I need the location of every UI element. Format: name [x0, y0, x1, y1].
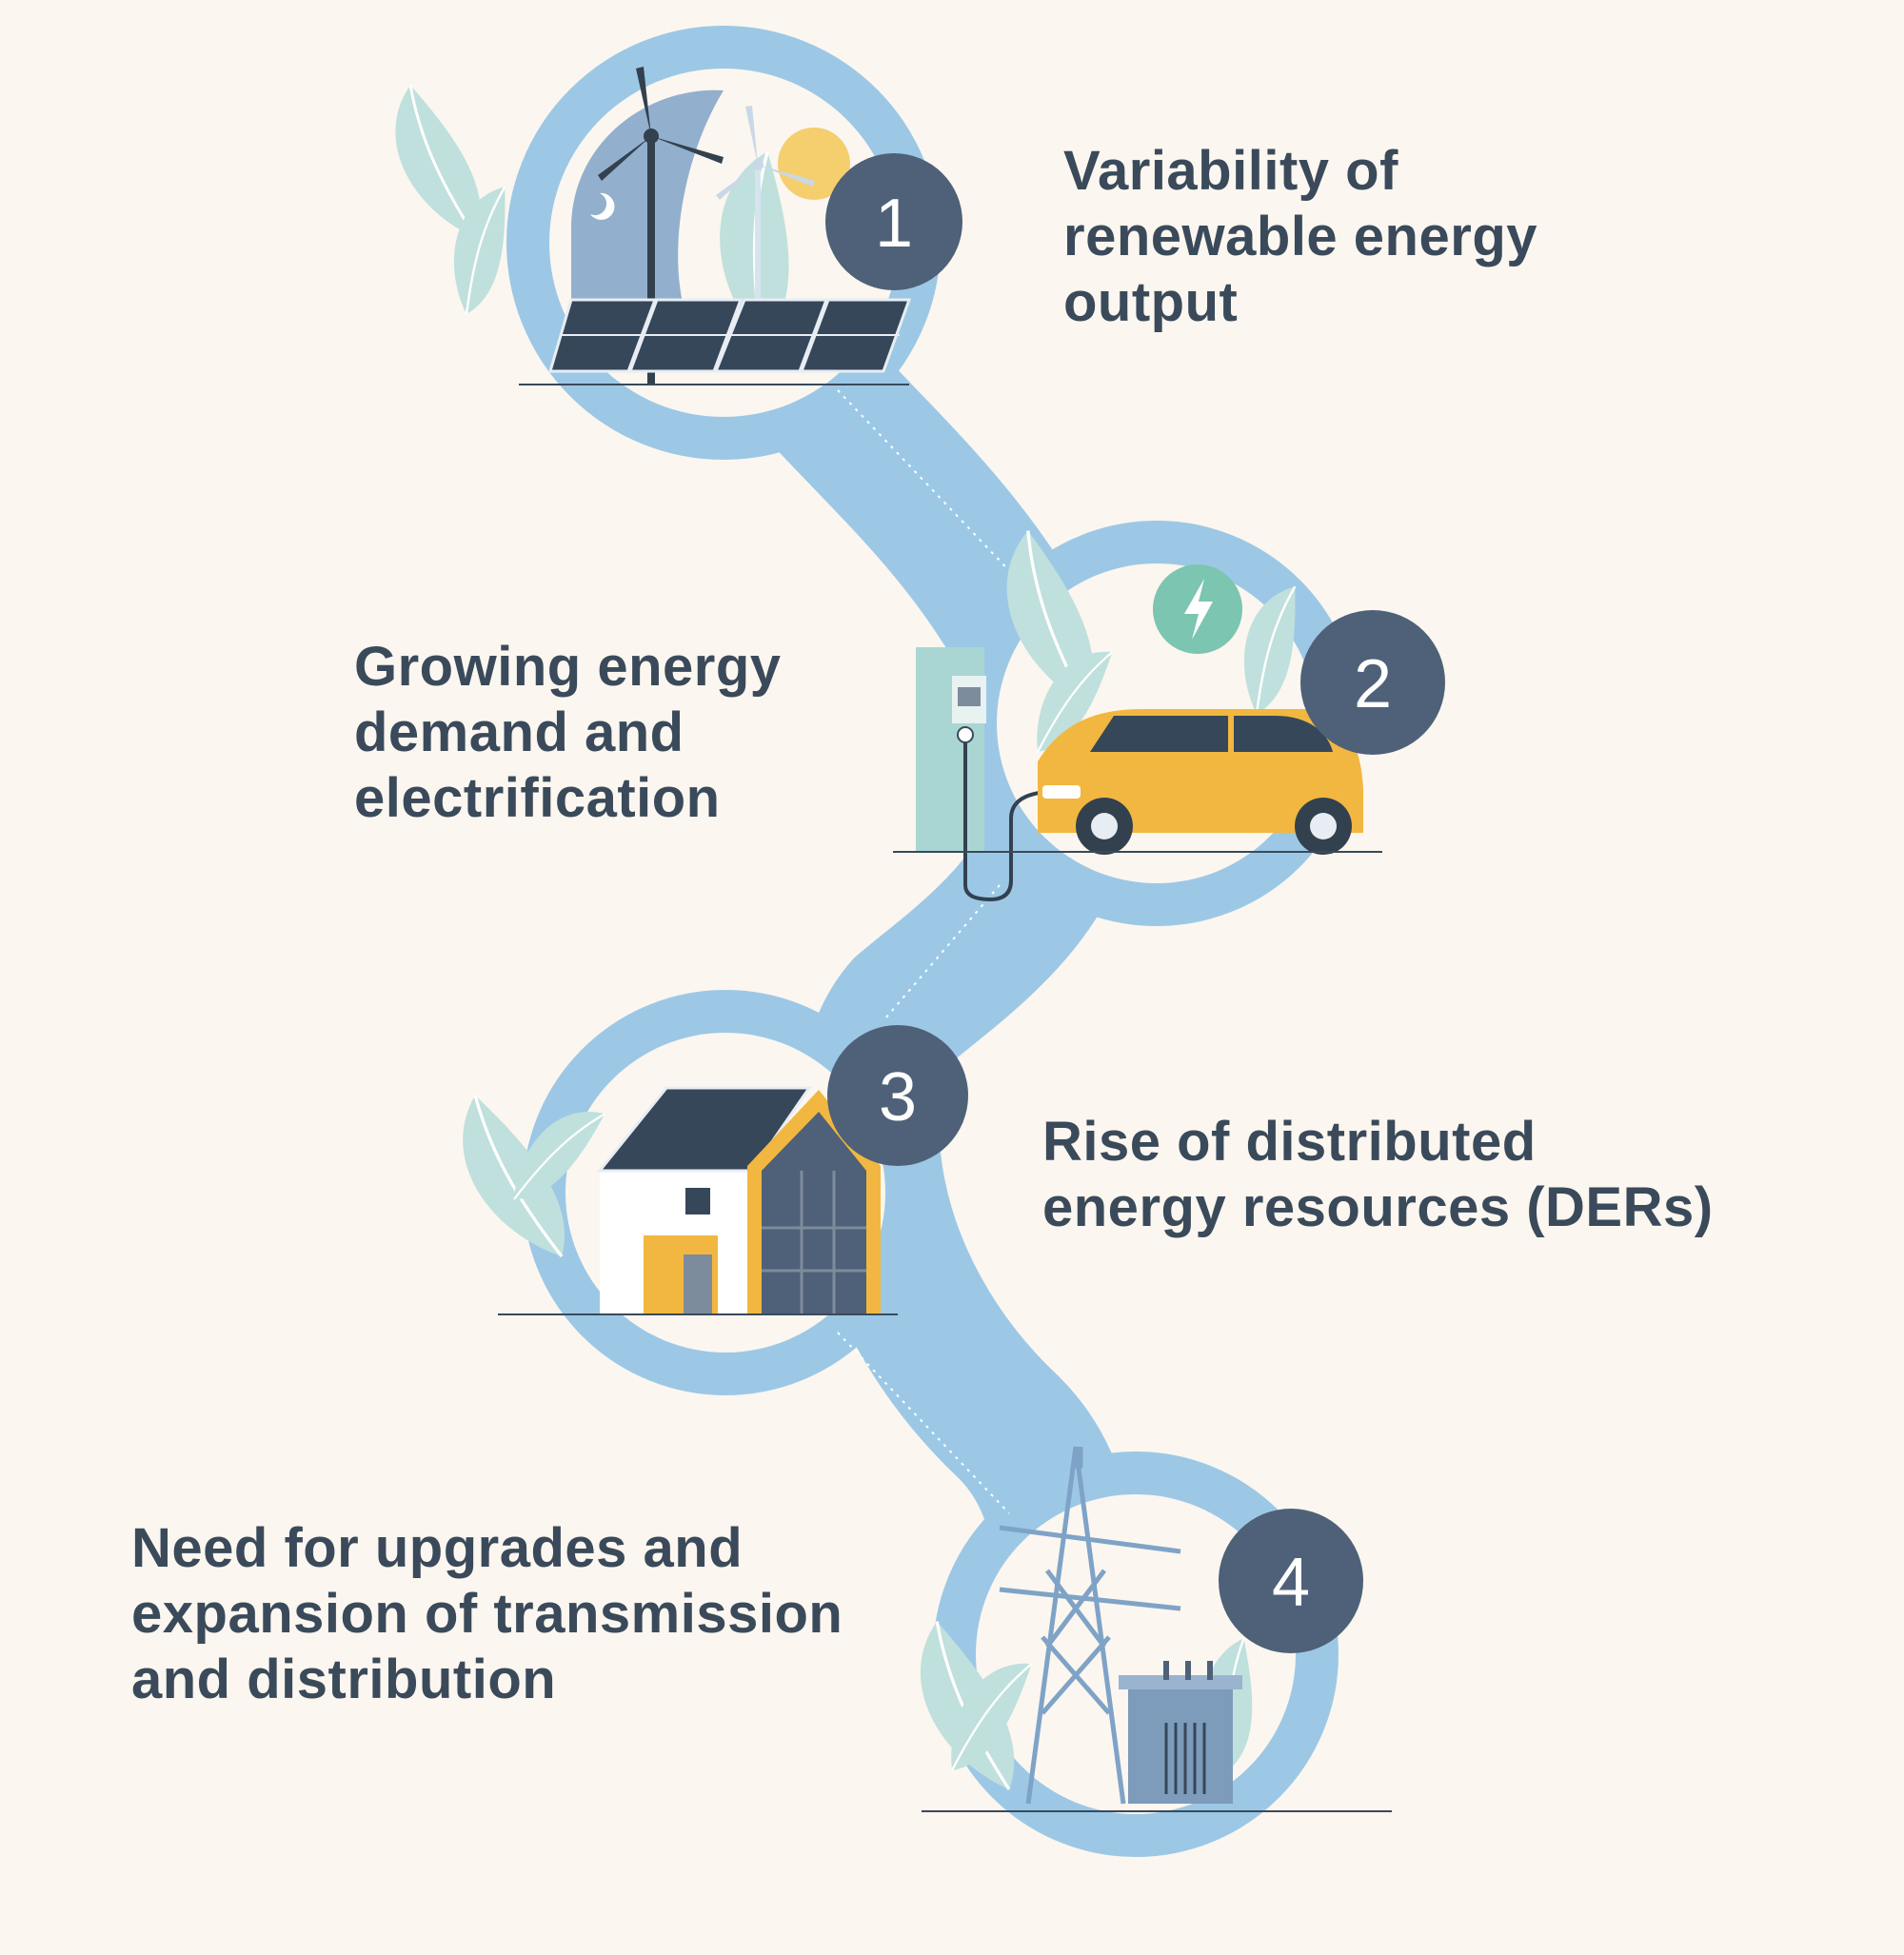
step-2-line-3: electrification	[354, 767, 721, 829]
step-1-line-3: output	[1063, 271, 1239, 333]
transmission-tower-icon	[999, 1446, 1181, 1805]
badge-2: 2	[1300, 610, 1445, 755]
transformer-icon	[1119, 1661, 1242, 1804]
step-2-line-2: demand and	[354, 701, 684, 763]
badge-1: 1	[825, 153, 962, 290]
badge-4: 4	[1219, 1509, 1363, 1653]
step-1-illustration	[385, 67, 912, 385]
step-4-label: Need for upgrades and expansion of trans…	[131, 1515, 843, 1712]
sun-icon	[778, 128, 850, 200]
house-icon	[596, 1086, 881, 1313]
step-4-line-2: expansion of transmission	[131, 1583, 843, 1645]
badge-2-number: 2	[1354, 646, 1392, 722]
solar-panel-icon	[547, 298, 912, 373]
step-4-illustration	[909, 1446, 1392, 1812]
ev-charger-icon	[916, 647, 1096, 902]
badge-4-number: 4	[1272, 1545, 1310, 1621]
step-3-label: Rise of distributed energy resources (DE…	[1042, 1109, 1714, 1240]
moon-icon	[590, 192, 615, 220]
step-4-line-3: and distribution	[131, 1649, 557, 1710]
car-icon	[1038, 709, 1363, 855]
step-2-label: Growing energy demand and electrificatio…	[354, 634, 782, 831]
step-1-label: Variability of renewable energy output	[1063, 138, 1537, 335]
badge-3-number: 3	[879, 1059, 917, 1135]
step-4-line-1: Need for upgrades and	[131, 1517, 744, 1579]
wind-turbine-small-icon	[716, 106, 815, 355]
step-3-line-1: Rise of distributed	[1042, 1111, 1537, 1173]
lightning-icon	[1153, 564, 1242, 654]
wind-turbine-icon	[598, 67, 724, 384]
step-3-line-2: energy resources (DERs)	[1042, 1176, 1714, 1238]
badge-3: 3	[827, 1025, 968, 1166]
step-2-line-1: Growing energy	[354, 636, 782, 698]
step-3-illustration	[447, 1079, 898, 1315]
step-1-line-2: renewable energy	[1063, 206, 1537, 267]
step-1-line-1: Variability of	[1063, 140, 1398, 202]
step-2-illustration	[893, 524, 1382, 902]
badge-1-number: 1	[875, 186, 913, 262]
